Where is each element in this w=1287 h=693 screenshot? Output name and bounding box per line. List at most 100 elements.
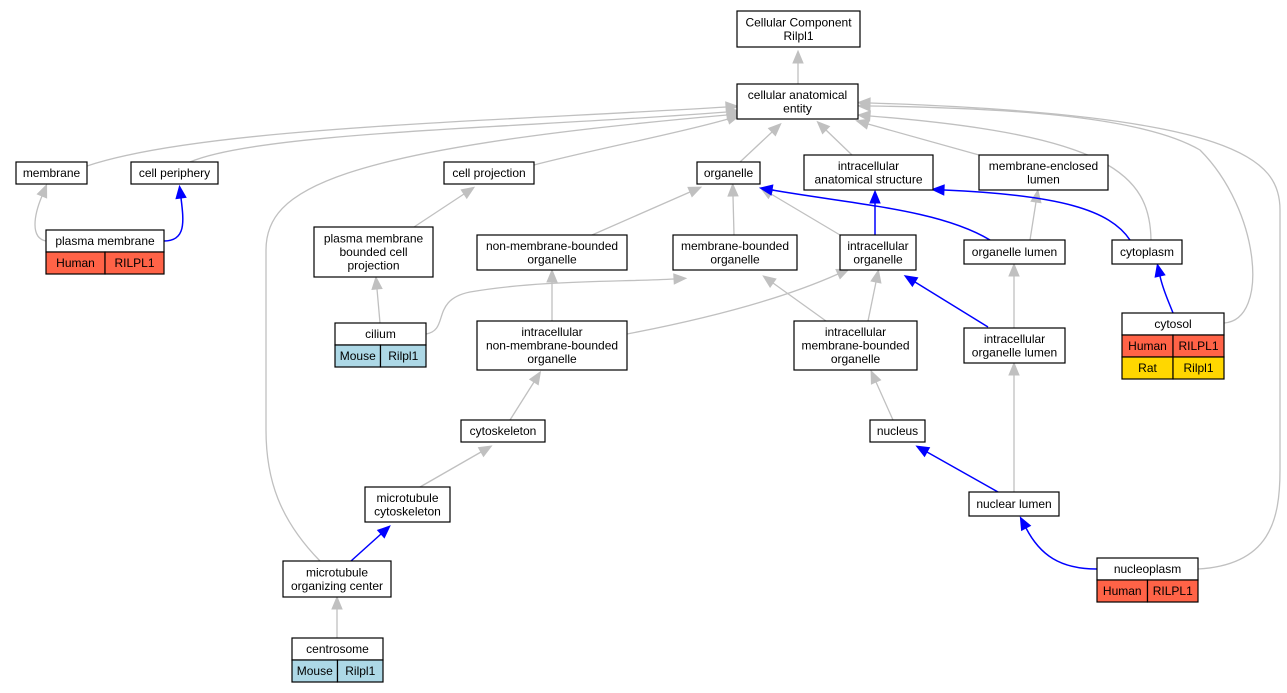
edge-line bbox=[926, 451, 999, 493]
edge-line bbox=[265, 114, 728, 562]
node-organelle[interactable]: organelle bbox=[696, 161, 761, 185]
edge-nuclear-lumen-to-intracellular-organelle-lumen bbox=[1008, 361, 1020, 492]
node-box bbox=[803, 154, 934, 191]
edge-line bbox=[425, 278, 675, 335]
edge-line bbox=[413, 193, 465, 228]
annotation-gene: RILPL1 bbox=[1153, 584, 1193, 598]
edge-cilium-to-membrane-bounded-organelle bbox=[425, 273, 688, 335]
annotation-species: Human bbox=[56, 256, 95, 270]
node-box bbox=[869, 419, 926, 443]
node-label-line: microtubule bbox=[376, 491, 438, 505]
node-label-line: Rilpl1 bbox=[783, 29, 813, 43]
node-label-line: lumen bbox=[1027, 172, 1060, 186]
node-label-line: membrane-bounded bbox=[681, 239, 789, 253]
node-nucleus[interactable]: nucleus bbox=[869, 419, 926, 443]
node-box bbox=[736, 10, 861, 48]
node-label-line: organelle bbox=[831, 352, 881, 366]
edge-arrowhead bbox=[855, 118, 871, 130]
node-cytoplasm[interactable]: cytoplasm bbox=[1111, 239, 1183, 265]
edge-line bbox=[943, 189, 1131, 241]
edge-microtubule-organizing-center-to-microtubule-cytoskeleton bbox=[350, 525, 391, 562]
edge-nucleoplasm-to-nuclear-lumen bbox=[1019, 516, 1098, 570]
edge-line bbox=[869, 102, 1281, 570]
edge-line bbox=[914, 281, 989, 328]
node-box bbox=[672, 234, 798, 271]
edge-line bbox=[509, 381, 535, 421]
edge-arrowhead bbox=[1008, 262, 1020, 277]
annotation-gene-cell bbox=[379, 344, 427, 368]
node-organelle-lumen[interactable]: organelle lumen bbox=[963, 239, 1066, 265]
node-label-line: cytoskeleton bbox=[374, 504, 441, 518]
node-intracellular-non-membrane-bounded-organelle[interactable]: intracellularnon-membrane-boundedorganel… bbox=[476, 320, 628, 371]
edge-line bbox=[867, 123, 980, 156]
node-label-line: organelle bbox=[704, 166, 754, 180]
edge-intracellular-organelle-lumen-to-intracellular-organelle bbox=[903, 275, 989, 328]
annotation-gene: RILPL1 bbox=[114, 256, 154, 270]
edge-line bbox=[1159, 275, 1174, 314]
node-membrane[interactable]: membrane bbox=[15, 161, 88, 185]
node-box bbox=[476, 234, 628, 271]
node-label-line: non-membrane-bounded bbox=[486, 339, 618, 353]
edge-cilium-to-plasma-membrane-bounded-cell-projection bbox=[371, 275, 383, 324]
node-cell-periphery[interactable]: cell periphery bbox=[130, 161, 219, 185]
edge-line bbox=[626, 273, 839, 335]
edge-arrowhead bbox=[915, 445, 931, 458]
node-label-line: projection bbox=[347, 259, 399, 273]
edge-arrowhead bbox=[856, 97, 871, 109]
annotation-gene: RILPL1 bbox=[1178, 339, 1218, 353]
edge-intracellular-membrane-bounded-organelle-to-intracellular-organelle bbox=[867, 268, 882, 322]
edge-intracellular-organelle-lumen-to-organelle-lumen bbox=[1008, 262, 1020, 328]
edge-line bbox=[869, 105, 1254, 324]
node-label-line: intracellular bbox=[521, 325, 582, 339]
edge-arrowhead bbox=[477, 445, 493, 458]
edge-membrane-bounded-organelle-to-organelle bbox=[727, 182, 739, 236]
edge-arrowhead bbox=[36, 183, 48, 199]
node-box bbox=[793, 320, 918, 371]
node-label-line: cytoplasm bbox=[1120, 245, 1174, 259]
edge-arrowhead bbox=[870, 369, 882, 385]
edge-line bbox=[189, 111, 728, 163]
edge-line bbox=[86, 106, 727, 167]
edge-organelle-lumen-to-membrane-enclosed-lumen bbox=[1029, 188, 1042, 241]
node-label-line: organelle bbox=[527, 252, 577, 266]
annotation-gene-cell bbox=[1172, 356, 1225, 380]
node-nuclear-lumen[interactable]: nuclear lumen bbox=[968, 491, 1060, 517]
edge-line bbox=[772, 282, 827, 322]
node-label-line: cilium bbox=[365, 327, 396, 341]
edge-arrowhead bbox=[1008, 361, 1020, 376]
edge-arrowhead bbox=[758, 184, 774, 196]
edge-intracellular-membrane-bounded-organelle-to-membrane-bounded-organelle bbox=[762, 275, 827, 322]
node-cell-projection[interactable]: cell projection bbox=[443, 161, 535, 185]
edge-line bbox=[867, 281, 877, 322]
edge-organelle-lumen-to-organelle bbox=[758, 184, 991, 241]
node-label-line: cell periphery bbox=[139, 166, 210, 180]
node-label-line: organelle bbox=[527, 352, 577, 366]
edge-arrowhead bbox=[792, 49, 804, 64]
edge-arrowhead bbox=[762, 275, 777, 288]
annotation-gene: Rilpl1 bbox=[345, 664, 375, 678]
edge-centrosome-to-microtubule-organizing-center bbox=[331, 595, 343, 638]
node-cytoskeleton[interactable]: cytoskeleton bbox=[460, 419, 546, 443]
edge-line bbox=[163, 197, 184, 242]
node-label-line: plasma membrane bbox=[324, 232, 424, 246]
edge-line bbox=[376, 288, 381, 324]
node-label-line: intracellular bbox=[984, 332, 1045, 346]
